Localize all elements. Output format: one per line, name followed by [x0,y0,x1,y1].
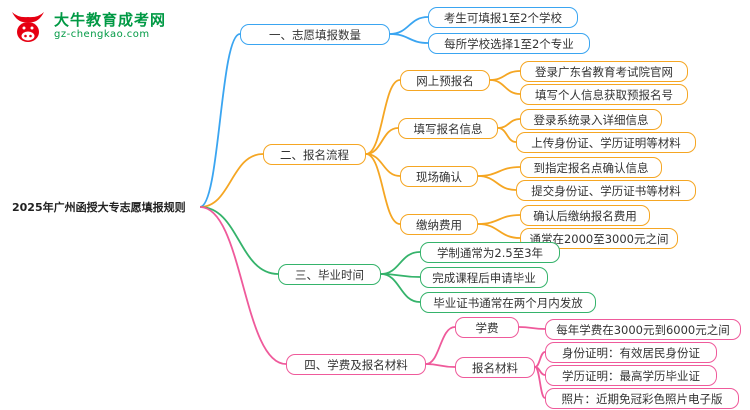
site-logo[interactable]: 大牛教育成考网 gz-chengkao.com [8,6,166,46]
mindmap-node: 身份证明：有效居民身份证 [545,342,717,363]
connector [199,206,279,275]
branch-node-1: 一、志愿填报数量 [240,24,390,45]
connector [380,273,421,303]
connector [389,16,429,35]
connector [425,363,456,368]
connector [199,33,241,208]
connector [199,153,264,208]
connector [534,351,546,368]
connector [380,251,421,275]
connector [199,206,287,365]
mindmap-node: 网上预报名 [400,70,490,91]
connector [365,153,401,225]
connector [477,214,521,225]
mindmap-node: 到指定报名点确认信息 [520,157,662,178]
connector [489,70,521,81]
mindmap-node: 填写报名信息 [398,118,498,139]
mindmap-node: 考生可填报1至2个学校 [428,7,578,28]
connector [425,326,456,365]
connector [497,127,517,143]
mindmap-node: 毕业证书通常在两个月内发放 [420,292,596,313]
connector [389,33,429,44]
connector [489,79,521,95]
mindmap-node: 确认后缴纳报名费用 [520,205,650,226]
branch-node-3: 三、毕业时间 [278,264,381,285]
mindmap-node: 上传身份证、学历证明等材料 [516,132,696,153]
connector [365,79,401,155]
mindmap-node: 照片：近期免冠彩色照片电子版 [545,388,739,409]
mindmap-node: 学费 [455,317,519,338]
mindmap-node: 学历证明：最高学历毕业证 [545,365,717,386]
mindmap-node: 填写个人信息获取预报名号 [520,84,688,105]
connector [477,175,517,191]
mindmap-node: 每年学费在3000元到6000元之间 [545,319,741,340]
bull-logo-icon [8,6,48,46]
connector [534,366,546,399]
mindmap-node: 报名材料 [455,357,535,378]
site-name: 大牛教育成考网 [54,10,167,29]
root-node: 2025年广州函授大专志愿填报规则 [12,201,186,214]
mindmap-node: 缴纳费用 [400,214,478,235]
connector [477,223,521,239]
connector [497,118,521,129]
mindmap-node: 提交身份证、学历证书等材料 [516,180,696,201]
branch-node-2: 二、报名流程 [263,144,366,165]
site-url: gz-chengkao.com [54,28,150,40]
branch-node-4: 四、学费及报名材料 [286,354,426,375]
mindmap-node: 登录广东省教育考试院官网 [520,61,688,82]
connector [518,326,546,330]
mindmap-node: 登录系统录入详细信息 [520,109,662,130]
mindmap-node: 学制通常为2.5至3年 [420,242,560,263]
mindmap-node: 完成课程后申请毕业 [420,267,548,288]
mindmap-node: 每所学校选择1至2个专业 [428,33,590,54]
mindmap-node: 现场确认 [400,166,478,187]
mindmap-node: 通常在2000至3000元之间 [520,228,678,249]
connector [477,166,521,177]
connector [365,127,399,155]
